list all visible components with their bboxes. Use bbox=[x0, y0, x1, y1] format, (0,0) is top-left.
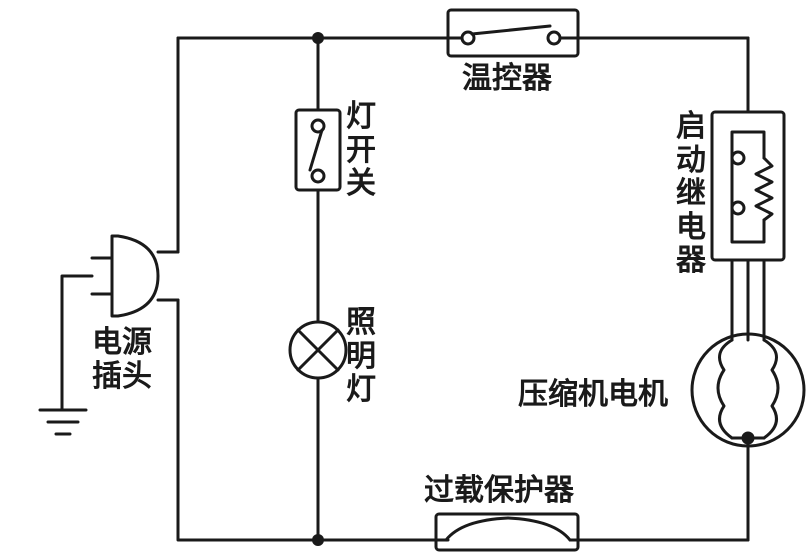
lamp-label: 照明灯 bbox=[346, 305, 376, 408]
compressor-motor-label: 压缩机电机 bbox=[518, 377, 668, 412]
thermostat-label: 温控器 bbox=[462, 61, 552, 96]
junction-top bbox=[312, 32, 324, 44]
left-wire bbox=[176, 36, 750, 542]
start-relay-label: 启动继电器 bbox=[676, 109, 706, 279]
ground-symbol bbox=[38, 408, 88, 436]
thermostat-switch bbox=[446, 8, 580, 58]
light-switch bbox=[294, 108, 342, 192]
junction-bottom bbox=[312, 534, 324, 546]
overload-protector bbox=[434, 512, 580, 552]
power-plug bbox=[60, 234, 180, 412]
start-relay bbox=[710, 110, 786, 342]
lamp-symbol bbox=[288, 320, 348, 380]
overload-protector-label: 过载保护器 bbox=[424, 473, 574, 508]
compressor-motor bbox=[690, 332, 806, 502]
power-plug-label: 电源插头 bbox=[92, 325, 152, 394]
light-switch-label: 灯开关 bbox=[346, 99, 376, 202]
